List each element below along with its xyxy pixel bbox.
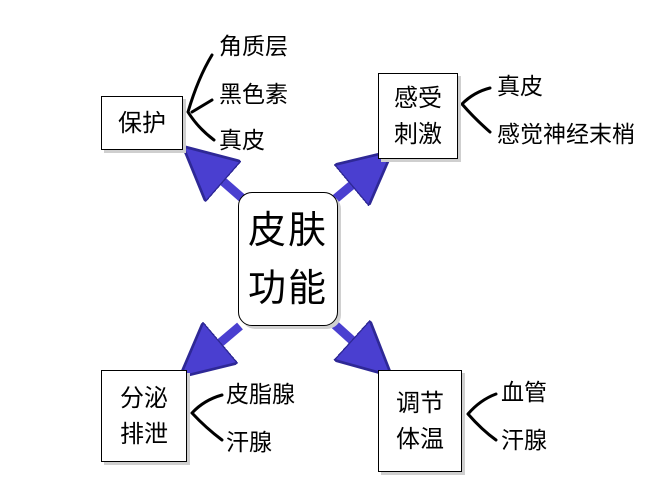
regulate-item-1: 血管	[501, 380, 547, 406]
protect-box: 保护	[101, 96, 183, 150]
secrete-item-1: 皮脂腺	[226, 382, 295, 408]
protect-item-3: 真皮	[219, 128, 265, 154]
protect-item-2: 黑色素	[219, 82, 288, 108]
secrete-box: 分泌 排泄	[101, 370, 187, 462]
protect-title: 保护	[118, 109, 166, 137]
center-line2: 功能	[247, 266, 328, 310]
protect-item-1: 角质层	[219, 34, 288, 60]
arrow-to-protect	[210, 170, 245, 198]
regulate-item-2: 汗腺	[501, 428, 547, 454]
secrete-title-line2: 排泄	[120, 420, 168, 448]
regulate-box: 调节 体温	[378, 370, 462, 472]
arrow-to-sense	[331, 174, 365, 200]
secrete-title-line1: 分泌	[120, 384, 168, 412]
center-line1: 皮肤	[247, 208, 328, 252]
center-node: 皮肤 功能	[238, 192, 338, 326]
sense-title-line1: 感受	[394, 84, 442, 112]
sense-title-line2: 刺激	[394, 120, 442, 148]
sense-box: 感受 刺激	[378, 73, 458, 159]
brace-sense	[460, 86, 492, 134]
secrete-item-2: 汗腺	[226, 430, 272, 456]
regulate-title-line1: 调节	[396, 389, 444, 417]
sense-item-2: 感觉神经末梢	[497, 122, 635, 148]
regulate-title-line2: 体温	[396, 425, 444, 453]
arrow-to-regulate	[330, 324, 365, 352]
brace-regulate	[466, 392, 498, 442]
brace-protect	[186, 53, 216, 142]
arrow-to-secrete	[207, 326, 243, 354]
sense-item-1: 真皮	[497, 74, 543, 100]
brace-secrete	[190, 393, 224, 442]
